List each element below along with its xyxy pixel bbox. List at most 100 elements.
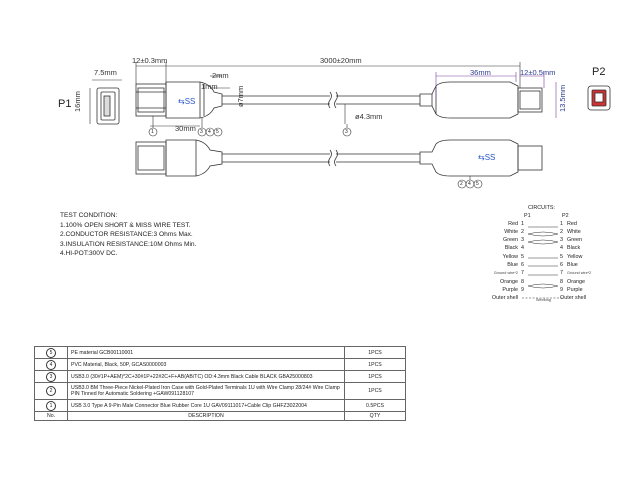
p1-end-face xyxy=(96,87,120,125)
dim-30: 30mm xyxy=(175,124,196,133)
circuit-left-label: Blue xyxy=(507,262,518,268)
circuit-p1-pin: 8 xyxy=(521,279,524,285)
dim-2mm: 2mm xyxy=(212,71,229,80)
bom-item-number: 4 xyxy=(46,359,56,370)
circuit-p1-pin: 7 xyxy=(521,270,524,276)
circuit-left-label: Purple xyxy=(502,287,518,293)
dim-3000: 3000±20mm xyxy=(320,56,362,65)
usb-a-plug-top xyxy=(135,81,223,119)
bom-description: PVC Material, Black, 50P, GCAS0000003 xyxy=(67,358,345,371)
bom-item-number: 2 xyxy=(46,386,56,396)
circuit-right-label: Outer shell xyxy=(560,295,587,301)
p2-label: P2 xyxy=(592,66,606,78)
dim-1mm: 1mm xyxy=(201,82,218,91)
bom-item-number: 3 xyxy=(46,371,56,382)
circuit-left-label: Black xyxy=(504,245,518,251)
test-line-3: 3.INSULATION RESISTANCE:10M Ohms Min. xyxy=(60,240,197,248)
circuit-p1-pin: 4 xyxy=(521,245,524,251)
bom-description: USB 3.0 Type A 9-Pin Male Connector Blue… xyxy=(67,399,345,412)
circuit-left-label: Yellow xyxy=(502,254,518,260)
circuit-p2-pin: 8 xyxy=(560,279,563,285)
bom-qty: 1PCS xyxy=(344,370,406,383)
bom-no: 4 xyxy=(34,358,68,371)
test-line-2: 2.CONDUCTOR RESISTANCE:3 Ohms Max. xyxy=(60,231,193,239)
circuit-right-label: Red xyxy=(567,221,577,227)
circuit-left-label: Red xyxy=(508,221,518,227)
bom-row: 1 USB 3.0 Type A 9-Pin Male Connector Blu… xyxy=(34,399,406,412)
callout-4-num: 4 xyxy=(208,129,211,135)
bom-item-number: 1 xyxy=(46,400,56,411)
circuits-title: CIRCUITS: xyxy=(528,205,555,211)
callout-1-num: 1 xyxy=(151,129,154,135)
bom-qty: 1PCS xyxy=(344,358,406,371)
bom-no: 2 xyxy=(34,382,68,400)
usb-b-plug-bottom xyxy=(419,139,543,177)
circuit-p2-pin: 4 xyxy=(560,245,563,251)
circuit-right-label: White xyxy=(567,229,581,235)
circuit-left-label: White xyxy=(504,229,518,235)
p1-label: P1 xyxy=(58,98,72,110)
bom-qty: 1PCS xyxy=(344,382,406,400)
bom-header-qty: QTY xyxy=(344,411,406,421)
circuit-p1-pin: 2 xyxy=(521,229,524,235)
circuit-p2-pin: 6 xyxy=(560,262,563,268)
usb-ss-logo-bottom: ⇆SS xyxy=(478,153,495,162)
bom-description: USB3.0 BM Three-Piece Nickel-Plated Iron… xyxy=(67,382,345,400)
bom-qty: 0.5PCS xyxy=(344,399,406,412)
circuit-p1-pin: 9 xyxy=(521,287,524,293)
bom-header-no: No. xyxy=(34,411,68,421)
usb-b-plug-top xyxy=(419,81,543,119)
bom-description: USB3.0 (30#1P+AEM)*2C+30#1P+22#2C+F+AB(A… xyxy=(67,370,345,383)
circuit-right-label: Yellow xyxy=(567,254,583,260)
bom-no: 5 xyxy=(34,346,68,359)
callout-3-cable xyxy=(342,127,352,137)
callout-5-top xyxy=(213,127,223,137)
circuit-p1-pin: 3 xyxy=(521,237,524,243)
circuit-right-label: Black xyxy=(567,245,581,251)
circuit-p2-pin: 2 xyxy=(560,229,563,235)
bom-no: 1 xyxy=(34,399,68,412)
test-condition-title: TEST CONDITION: xyxy=(60,212,118,219)
circuit-left-label: Outer shell xyxy=(491,295,518,301)
circuit-right-label: Orange xyxy=(567,279,585,285)
usb-ss-logo-top: ⇆SS xyxy=(178,97,195,106)
bom-no: 3 xyxy=(34,370,68,383)
dim-13-5: 13.5mm xyxy=(558,84,567,112)
circuits-p2: P2 xyxy=(562,213,569,219)
dim-7mm: ø7mm xyxy=(236,85,245,107)
test-condition: TEST CONDITION: 1.100% OPEN SHORT & MISS… xyxy=(60,211,196,259)
circuit-p2-pin: 3 xyxy=(560,237,563,243)
circuit-p2-pin: 5 xyxy=(560,254,563,260)
p2-end-face xyxy=(587,85,611,111)
usb-a-plug-bottom xyxy=(135,139,223,177)
bom-header-desc: DESCRIPTION xyxy=(67,411,345,421)
bom-description: PE material GCB00110001 xyxy=(67,346,345,359)
dim-36: 36mm xyxy=(470,68,491,77)
dim-16: 16mm xyxy=(73,91,82,112)
circuit-right-label: Ground wire*2 xyxy=(567,271,592,275)
circuit-right-label: Purple xyxy=(567,287,583,293)
circuit-left-label: Green xyxy=(503,237,518,243)
circuit-right-label: Blue xyxy=(567,262,578,268)
callout-5-num: 5 xyxy=(216,129,219,135)
bom-row: 3 USB3.0 (30#1P+AEM)*2C+30#1P+22#2C+F+AB(… xyxy=(34,370,406,383)
callout-2-num: 2 xyxy=(460,181,463,187)
callout-5b-num: 5 xyxy=(476,181,479,187)
circuit-p2-pin: 7 xyxy=(560,270,563,276)
webbing-label: Webbing xyxy=(536,298,551,302)
bom-item-number: 5 xyxy=(46,347,56,358)
circuit-p1-pin: 5 xyxy=(521,254,524,260)
circuit-p1-pin: 1 xyxy=(521,221,524,227)
circuit-right-label: Green xyxy=(567,237,582,243)
circuits-p1: P1 xyxy=(524,213,531,219)
callout-3-cable-num: 3 xyxy=(345,129,348,135)
callout-1 xyxy=(148,127,158,137)
circuit-p2-pin: 9 xyxy=(560,287,563,293)
circuit-left-label: Ground wire*2 xyxy=(493,271,518,275)
dim-7-5: 7.5mm xyxy=(94,68,117,77)
dim-4-3: ø4.3mm xyxy=(355,112,383,121)
